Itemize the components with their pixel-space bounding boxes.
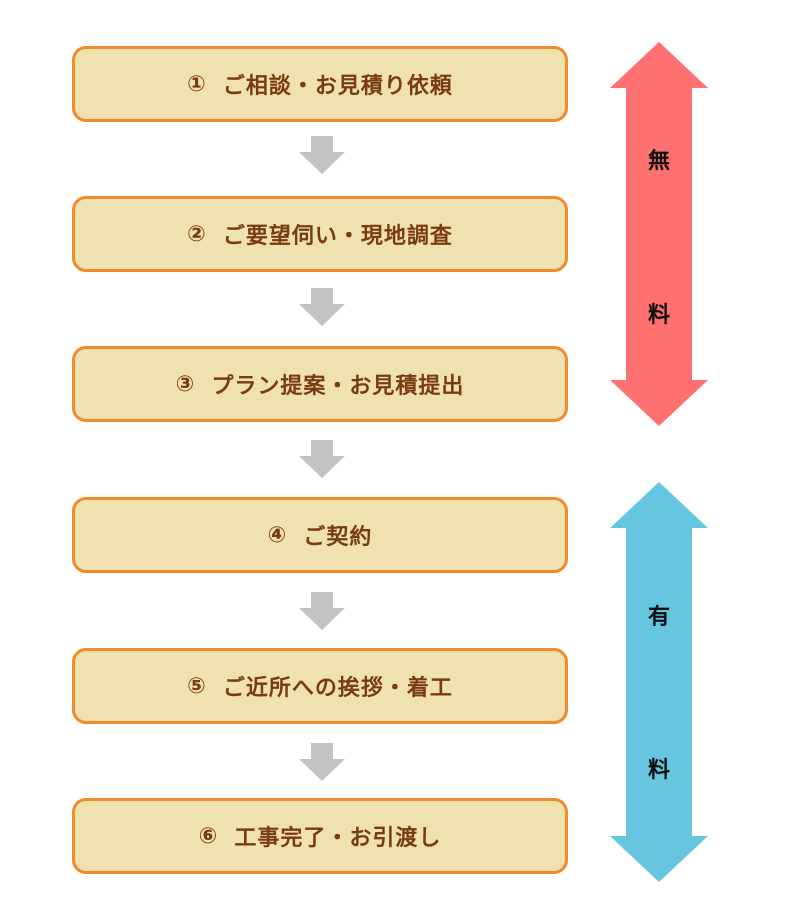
flow-arrow-down-icon [299,136,345,174]
step-label: ご相談・お見積り依頼 [222,74,453,99]
step-box-2: ② ご要望伺い・現地調査 [72,196,568,272]
flow-arrow-down-icon [299,288,345,326]
step-label: ご契約 [303,525,373,550]
step-number: ② [187,221,207,247]
step-label: プラン提案・お見積提出 [211,374,465,399]
step-label: ご要望伺い・現地調査 [222,224,453,249]
step-label: 工事完了・お引渡し [234,826,442,851]
step-box-4: ④ ご契約 [72,497,568,573]
free-label-char-1: 無 [647,149,670,174]
flow-arrow-down-icon [299,440,345,478]
step-number: ⑥ [198,823,219,849]
paid-label-char-2: 料 [647,758,670,783]
step-number: ④ [267,522,288,548]
step-label: ご近所への挨拶・着工 [222,676,453,701]
free-range-double-arrow-icon [610,42,708,426]
step-box-6: ⑥ 工事完了・お引渡し [72,798,568,874]
step-box-5: ⑤ ご近所への挨拶・着工 [72,648,568,724]
flow-arrow-down-icon [299,592,345,630]
step-box-1: ① ご相談・お見積り依頼 [72,46,568,122]
step-box-3: ③ プラン提案・お見積提出 [72,346,568,422]
step-number: ③ [175,371,196,397]
step-number: ① [187,71,207,97]
step-number: ⑤ [187,673,207,699]
paid-range-double-arrow-icon [610,482,708,882]
flow-arrow-down-icon [299,743,345,781]
paid-label-char-1: 有 [647,605,670,630]
free-label-char-2: 料 [647,303,670,328]
